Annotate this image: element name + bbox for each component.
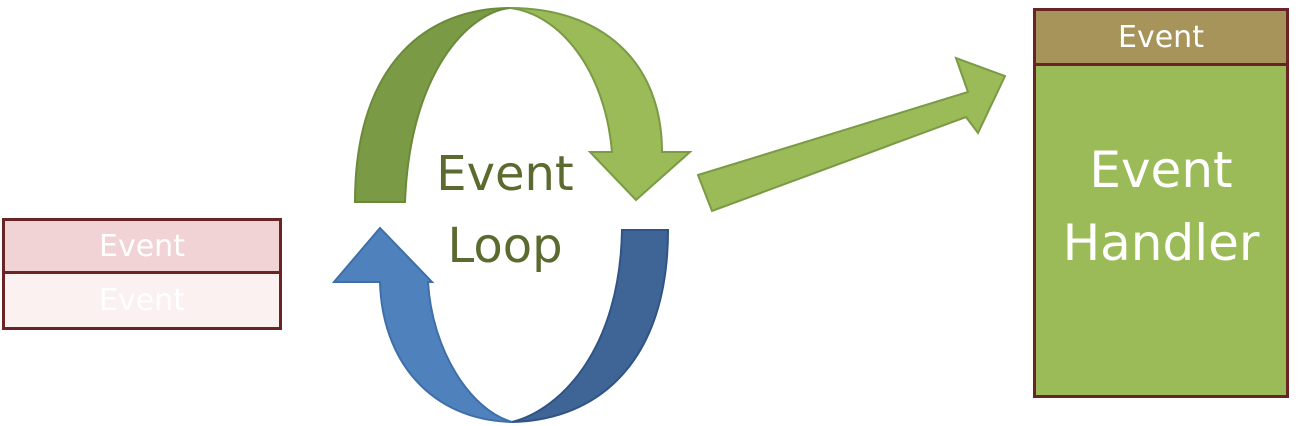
loop-bottom-arrow-right-half <box>511 229 670 423</box>
event-queue: Event Event <box>2 218 282 330</box>
event-handler-box: Event Event Handler <box>1033 8 1289 398</box>
loop-top-arrow-left-half <box>353 7 511 203</box>
loop-top-arrow <box>353 7 693 203</box>
queue-event-2: Event <box>5 274 279 327</box>
loop-bottom-arrow <box>331 226 670 423</box>
dispatch-arrow <box>696 56 1007 213</box>
handler-title: Event Handler <box>1036 134 1286 279</box>
loop-bottom-arrow-left-half <box>331 226 513 423</box>
handler-current-event: Event <box>1036 11 1286 66</box>
queue-event-1: Event <box>5 221 279 274</box>
handler-title-line2: Handler <box>1062 213 1260 272</box>
loop-top-arrow-right-half <box>509 7 693 202</box>
handler-title-line1: Event <box>1089 141 1233 199</box>
